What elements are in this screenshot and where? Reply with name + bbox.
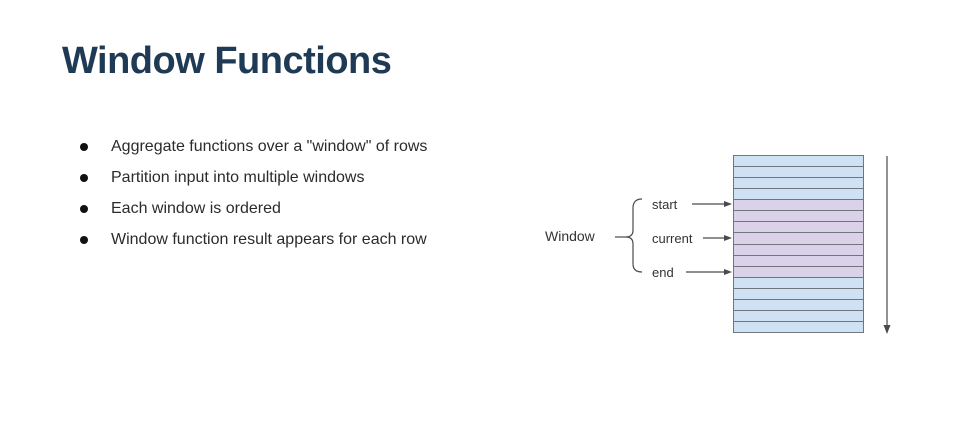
list-item: Window function result appears for each … — [79, 229, 429, 250]
table-row — [734, 178, 863, 190]
table-row — [734, 266, 863, 278]
start-arrow — [692, 201, 732, 207]
table-row — [734, 255, 863, 267]
table-row — [734, 277, 863, 289]
rows-table — [733, 155, 864, 333]
bullet-text: Partition input into multiple windows — [111, 169, 365, 186]
table-row — [734, 156, 863, 168]
table-row — [734, 288, 863, 300]
table-row — [734, 222, 863, 234]
bullet-dot-icon — [80, 143, 88, 151]
table-row — [734, 310, 863, 322]
bullet-list: Aggregate functions over a "window" of r… — [79, 136, 429, 260]
bullet-dot-icon — [80, 236, 88, 244]
bullet-dot-icon — [80, 205, 88, 213]
start-pointer-label: start — [652, 197, 678, 212]
end-pointer-label: end — [652, 265, 674, 280]
end-arrow — [686, 269, 732, 275]
table-row — [734, 244, 863, 256]
table-row — [734, 233, 863, 245]
bullet-text: Aggregate functions over a "window" of r… — [111, 138, 428, 155]
table-row — [734, 189, 863, 201]
bullet-dot-icon — [80, 174, 88, 182]
list-item: Aggregate functions over a "window" of r… — [79, 136, 429, 157]
curly-brace — [625, 198, 643, 273]
order-direction-arrow — [883, 156, 891, 334]
table-row — [734, 299, 863, 311]
window-label: Window — [545, 228, 595, 244]
table-row — [734, 211, 863, 223]
table-row — [734, 167, 863, 179]
current-arrow — [703, 235, 732, 241]
list-item: Partition input into multiple windows — [79, 167, 429, 188]
page-title: Window Functions — [62, 40, 392, 82]
bullet-text: Each window is ordered — [111, 200, 281, 217]
bullet-text: Window function result appears for each … — [111, 231, 427, 248]
current-pointer-label: current — [652, 231, 693, 246]
table-row — [734, 200, 863, 212]
table-row — [734, 321, 863, 332]
list-item: Each window is ordered — [79, 198, 429, 219]
